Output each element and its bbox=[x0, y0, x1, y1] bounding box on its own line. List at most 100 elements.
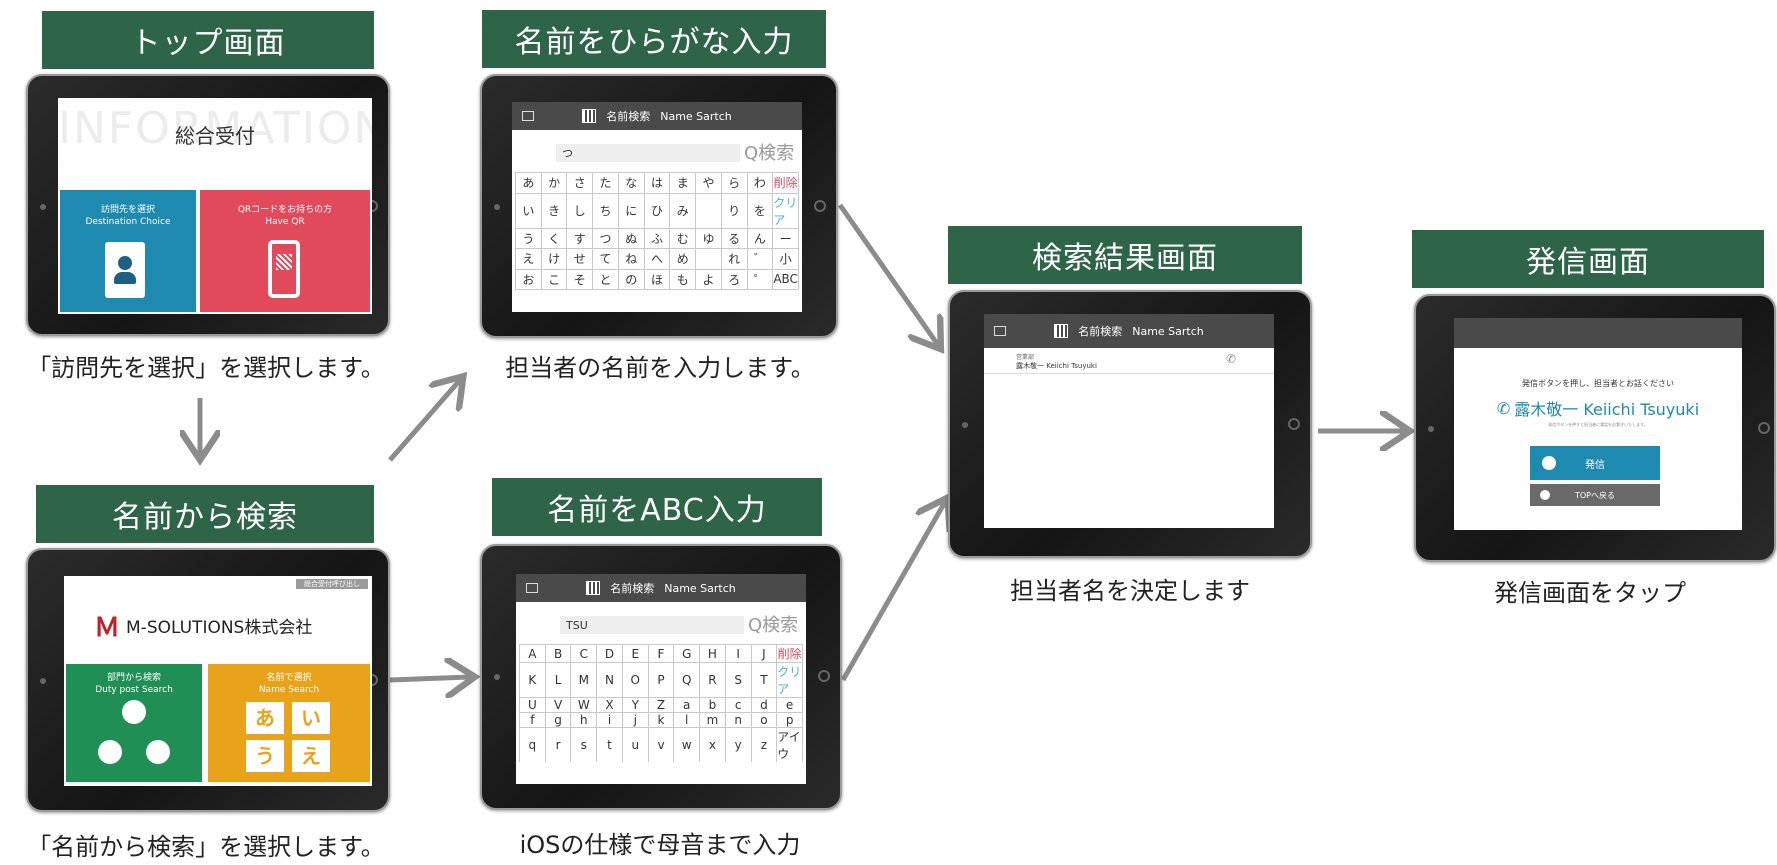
search-button[interactable]: Q検索 bbox=[744, 143, 795, 164]
menu-icon[interactable] bbox=[994, 326, 1006, 336]
keyboard-key[interactable]: 削除 bbox=[773, 173, 798, 193]
keyboard-key[interactable]: せ bbox=[567, 249, 593, 269]
keyboard-key[interactable]: H bbox=[700, 645, 725, 662]
keyboard-key[interactable]: か bbox=[541, 173, 567, 193]
keyboard-key[interactable]: は bbox=[644, 173, 670, 193]
keyboard-key[interactable]: m bbox=[700, 713, 725, 727]
keyboard-key[interactable]: ゛ bbox=[747, 249, 773, 269]
name-search-button[interactable]: 名前で選択 Name Search あ い う え bbox=[208, 664, 370, 782]
keyboard-key[interactable]: 小 bbox=[773, 249, 798, 269]
keyboard-key[interactable]: Q bbox=[674, 663, 700, 697]
keyboard-key[interactable]: f bbox=[520, 713, 545, 727]
keyboard-key[interactable]: C bbox=[571, 645, 597, 662]
keyboard-key[interactable]: ABC bbox=[773, 269, 798, 289]
keyboard-key[interactable]: ろ bbox=[721, 269, 747, 289]
keyboard-key[interactable]: v bbox=[648, 728, 674, 762]
keyboard-key[interactable]: ふ bbox=[644, 228, 670, 248]
keyboard-key[interactable]: と bbox=[593, 269, 618, 289]
keyboard-key[interactable]: F bbox=[648, 645, 674, 662]
keyboard-key[interactable]: も bbox=[670, 269, 696, 289]
keyboard-key[interactable]: の bbox=[618, 269, 644, 289]
keyboard-key[interactable]: あ bbox=[516, 173, 541, 193]
keyboard-key[interactable]: う bbox=[516, 228, 541, 248]
keyboard-key[interactable]: ん bbox=[747, 228, 773, 248]
keyboard-key[interactable]: h bbox=[571, 713, 597, 727]
keyboard-key[interactable]: クリア bbox=[777, 663, 802, 697]
keyboard-key[interactable]: ゜ bbox=[747, 269, 773, 289]
call-button[interactable]: 発信 bbox=[1530, 446, 1660, 480]
keyboard-key[interactable]: W bbox=[571, 698, 597, 712]
keyboard-key[interactable]: y bbox=[725, 728, 751, 762]
keyboard-key[interactable]: s bbox=[571, 728, 597, 762]
keyboard-key[interactable]: 削除 bbox=[777, 645, 802, 662]
keyboard-key[interactable]: ね bbox=[618, 249, 644, 269]
keyboard-key[interactable]: お bbox=[516, 269, 541, 289]
keyboard-key[interactable]: U bbox=[520, 698, 545, 712]
keyboard-key[interactable]: む bbox=[670, 228, 696, 248]
keyboard-key[interactable]: j bbox=[622, 713, 648, 727]
keyboard-key[interactable]: A bbox=[520, 645, 545, 662]
keyboard-key[interactable]: n bbox=[725, 713, 751, 727]
keyboard-key[interactable]: p bbox=[777, 713, 802, 727]
keyboard-key[interactable]: ら bbox=[721, 173, 747, 193]
keyboard-key[interactable]: Z bbox=[648, 698, 674, 712]
keyboard-key[interactable]: れ bbox=[721, 249, 747, 269]
keyboard-key[interactable]: q bbox=[520, 728, 545, 762]
keyboard-key[interactable]: し bbox=[567, 193, 593, 228]
keyboard-key[interactable]: な bbox=[618, 173, 644, 193]
keyboard-key[interactable]: く bbox=[541, 228, 567, 248]
keyboard-key[interactable]: b bbox=[700, 698, 725, 712]
keyboard-key[interactable]: き bbox=[541, 193, 567, 228]
keyboard-key[interactable]: め bbox=[670, 249, 696, 269]
keyboard-key[interactable]: クリア bbox=[773, 193, 798, 228]
keyboard-key[interactable]: ち bbox=[593, 193, 618, 228]
keyboard-key[interactable]: w bbox=[674, 728, 700, 762]
keyboard-key[interactable]: e bbox=[777, 698, 802, 712]
keyboard-key[interactable]: E bbox=[622, 645, 648, 662]
keyboard-key[interactable]: や bbox=[696, 173, 721, 193]
keyboard-key[interactable]: Y bbox=[622, 698, 648, 712]
back-to-top-button[interactable]: TOPへ戻る bbox=[1530, 484, 1660, 506]
keyboard-key[interactable]: み bbox=[670, 193, 696, 228]
keyboard-key[interactable]: アイウ bbox=[777, 728, 802, 762]
keyboard-key[interactable]: い bbox=[516, 193, 541, 228]
keyboard-key[interactable]: そ bbox=[567, 269, 593, 289]
keyboard-key[interactable]: G bbox=[674, 645, 700, 662]
keyboard-key[interactable]: て bbox=[593, 249, 618, 269]
keyboard-key[interactable]: g bbox=[545, 713, 571, 727]
keyboard-key[interactable]: よ bbox=[696, 269, 721, 289]
reception-call-badge[interactable]: 総合受付呼び出し bbox=[296, 579, 368, 589]
keyboard-key[interactable]: t bbox=[597, 728, 622, 762]
keyboard-key[interactable]: O bbox=[622, 663, 648, 697]
keyboard-key[interactable]: ま bbox=[670, 173, 696, 193]
keyboard-key[interactable]: l bbox=[674, 713, 700, 727]
search-input[interactable]: TSU bbox=[560, 616, 744, 634]
keyboard-key[interactable]: K bbox=[520, 663, 545, 697]
duty-post-search-button[interactable]: 部門から検索 Duty post Search bbox=[66, 664, 202, 782]
search-button[interactable]: Q検索 bbox=[748, 615, 799, 636]
keyboard-key[interactable]: り bbox=[721, 193, 747, 228]
keyboard-key[interactable]: B bbox=[545, 645, 571, 662]
keyboard-key[interactable]: c bbox=[725, 698, 751, 712]
keyboard-key[interactable]: i bbox=[597, 713, 622, 727]
keyboard-key[interactable]: I bbox=[725, 645, 751, 662]
keyboard-key[interactable]: こ bbox=[541, 269, 567, 289]
keyboard-key[interactable]: ゆ bbox=[696, 228, 721, 248]
search-input[interactable]: つ bbox=[556, 144, 740, 162]
keyboard-key[interactable]: N bbox=[597, 663, 622, 697]
keyboard-key[interactable]: J bbox=[751, 645, 777, 662]
keyboard-key[interactable]: に bbox=[618, 193, 644, 228]
result-row[interactable]: 営業部 露木敬一 Keiichi Tsuyuki ✆ bbox=[984, 350, 1274, 374]
have-qr-button[interactable]: QRコードをお持ちの方 Have QR bbox=[200, 190, 370, 312]
keyboard-key[interactable] bbox=[696, 193, 721, 228]
keyboard-key[interactable]: d bbox=[751, 698, 777, 712]
keyboard-key[interactable]: を bbox=[747, 193, 773, 228]
keyboard-key[interactable]: L bbox=[545, 663, 571, 697]
keyboard-key[interactable]: た bbox=[593, 173, 618, 193]
keyboard-key[interactable]: r bbox=[545, 728, 571, 762]
keyboard-key[interactable]: T bbox=[751, 663, 777, 697]
keyboard-key[interactable]: え bbox=[516, 249, 541, 269]
keyboard-key[interactable]: つ bbox=[593, 228, 618, 248]
keyboard-key[interactable]: M bbox=[571, 663, 597, 697]
keyboard-key[interactable]: P bbox=[648, 663, 674, 697]
